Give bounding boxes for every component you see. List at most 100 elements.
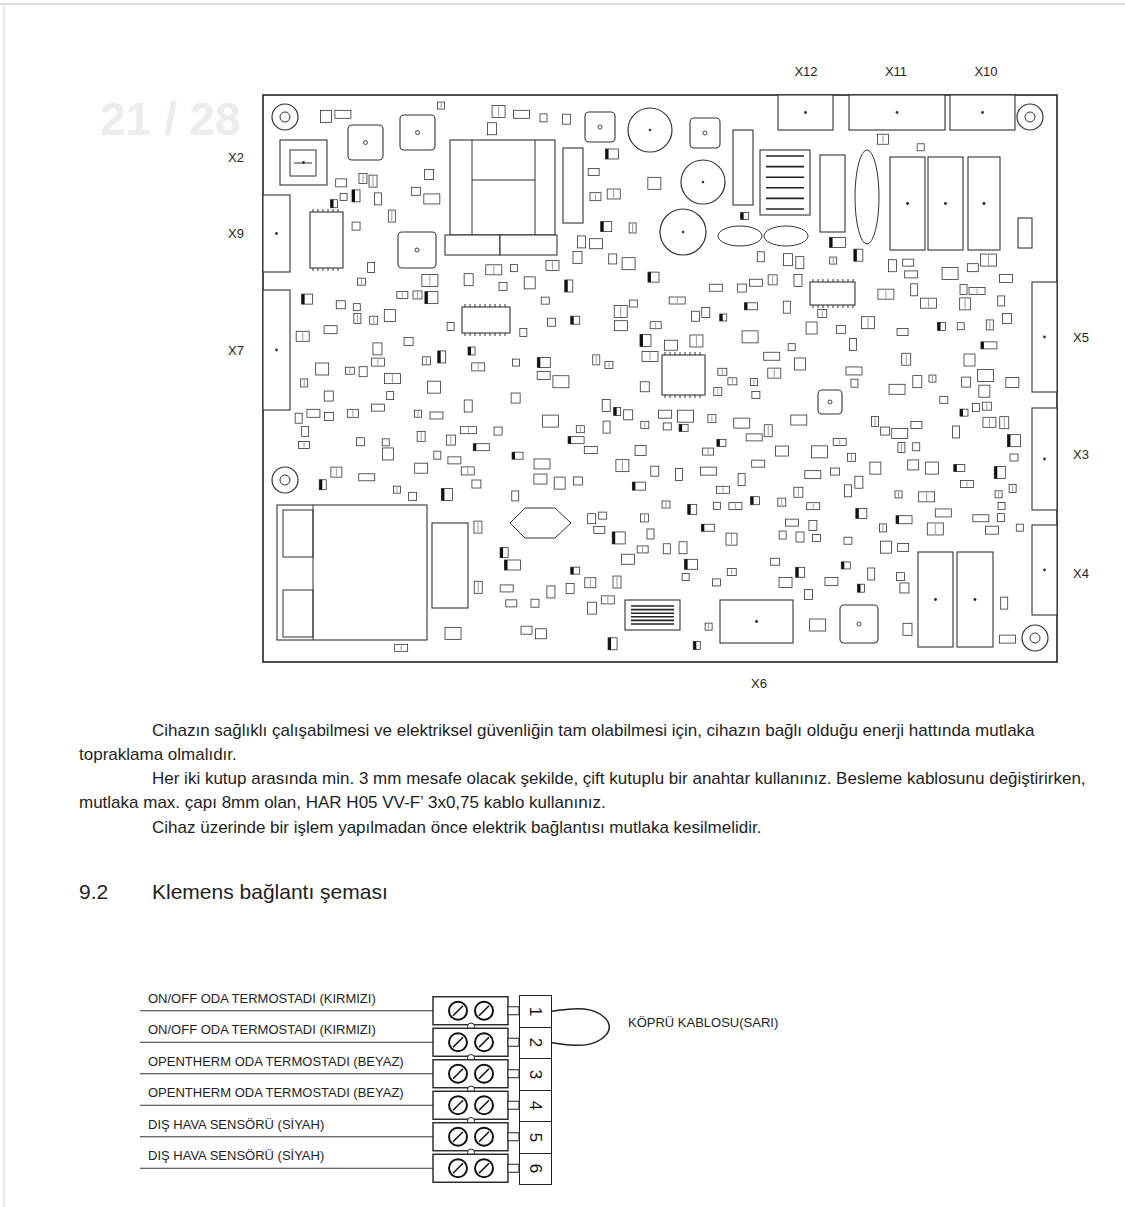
smd-component (609, 254, 617, 264)
smd-component (851, 379, 858, 387)
smd-component (375, 193, 382, 205)
connector-pin-mark (1043, 336, 1046, 339)
smd-body (578, 236, 586, 248)
page-edge (3, 4, 5, 1207)
smd-body (850, 338, 857, 350)
diode-band (568, 437, 571, 444)
transformer-line (472, 180, 535, 181)
smd-body (768, 368, 781, 378)
smd-body (368, 263, 375, 273)
electrolytic-capacitor (660, 209, 706, 255)
smd-component (616, 460, 629, 472)
smd-mark (977, 289, 978, 294)
smd-component (565, 280, 573, 292)
smd-mark (717, 389, 718, 395)
ic-pin (675, 352, 676, 355)
smd-component (371, 358, 384, 366)
relay-symbol (928, 157, 963, 250)
smd-mark (642, 547, 643, 552)
diode-band (571, 567, 574, 574)
connector-symbol (263, 290, 290, 410)
smd-component (880, 541, 891, 553)
smd-component (299, 441, 310, 448)
ic-pin (465, 333, 466, 336)
smd-component (359, 474, 375, 481)
smd-body (796, 567, 805, 577)
smd-component (651, 466, 659, 476)
smd-mark (391, 211, 392, 221)
smd-component (741, 213, 749, 220)
ic-pin (680, 352, 681, 355)
smd-component (784, 254, 793, 266)
smd-component (898, 443, 905, 453)
diode-band (537, 358, 540, 368)
diode-band (717, 439, 720, 446)
smd-body (302, 294, 313, 304)
terminal-number: 4 (527, 1101, 544, 1110)
smd-component (319, 480, 326, 490)
smd-body (499, 282, 507, 290)
smd-body (998, 503, 1005, 510)
smd-body (783, 301, 790, 313)
smd-mark (932, 376, 933, 381)
ic-chip-symbol (310, 209, 343, 271)
smd-body (690, 335, 703, 347)
smd-component (985, 526, 998, 534)
smd-mark (478, 364, 479, 370)
diode-band (425, 292, 428, 304)
smd-body (384, 309, 395, 321)
smd-component (424, 194, 440, 204)
screw-slot (479, 1069, 489, 1079)
smd-body (908, 460, 919, 470)
smd-component (608, 638, 617, 650)
smd-component (752, 460, 765, 467)
smd-component (513, 359, 520, 366)
crystal-symbol (764, 226, 808, 246)
smd-body (806, 322, 817, 334)
smd-body (813, 534, 821, 541)
transistor-symbol (690, 118, 720, 148)
smd-body (448, 457, 461, 464)
smd-body (395, 644, 408, 651)
smd-mark (813, 504, 814, 509)
terminal-screw (449, 1065, 467, 1083)
smd-component (372, 404, 385, 411)
screw-slot (453, 1037, 463, 1047)
smd-body (896, 516, 912, 524)
smd-component (417, 431, 425, 441)
smd-mark (417, 292, 418, 298)
ic-pin (505, 304, 506, 307)
smd-component (954, 464, 965, 471)
smd-component (614, 306, 627, 318)
smd-body (746, 434, 762, 441)
smd-body (809, 521, 817, 531)
smd-body (640, 382, 649, 392)
smd-component (682, 573, 689, 580)
smd-body (425, 292, 438, 304)
smd-body (647, 529, 654, 539)
smd-body (609, 254, 617, 264)
smd-component (568, 437, 584, 444)
resistor-body (733, 130, 753, 205)
screw-slot (453, 1069, 463, 1079)
smd-component (472, 363, 485, 371)
smd-component (855, 476, 863, 488)
smd-body (848, 453, 856, 461)
smd-mark (401, 645, 402, 650)
smd-component (960, 298, 971, 310)
smd-body (844, 537, 852, 544)
smd-component (388, 210, 395, 222)
smd-component (911, 421, 922, 428)
diode-band (438, 351, 441, 363)
smd-body (393, 486, 400, 493)
diode-band (938, 322, 941, 330)
smd-component (537, 372, 550, 380)
smd-component (621, 554, 634, 564)
page-watermark: 21 / 28 (100, 92, 241, 147)
smd-component (547, 318, 555, 326)
ic-pin (665, 395, 666, 398)
smd-component (588, 169, 599, 176)
smd-component (474, 521, 482, 533)
smd-component (585, 578, 596, 588)
smd-component (534, 474, 547, 484)
